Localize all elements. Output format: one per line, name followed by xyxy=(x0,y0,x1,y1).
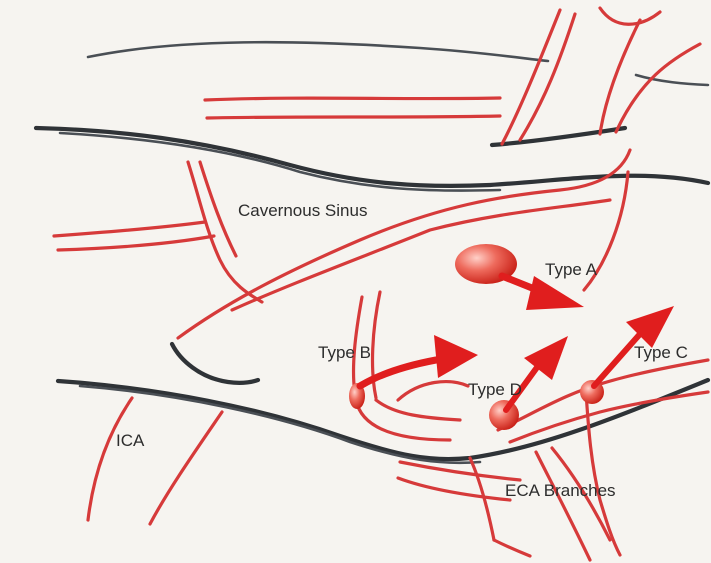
label-ica: ICA xyxy=(116,431,145,450)
fistula-c-blob xyxy=(580,380,604,404)
label-type-d: Type D xyxy=(468,380,522,399)
fistula-d-blob xyxy=(489,400,519,430)
label-type-c: Type C xyxy=(634,343,688,362)
label-type-b: Type B xyxy=(318,343,371,362)
label-type-a: Type A xyxy=(545,260,598,279)
label-eca-branches: ECA Branches xyxy=(505,481,616,500)
label-cavernous-sinus: Cavernous Sinus xyxy=(238,201,367,220)
